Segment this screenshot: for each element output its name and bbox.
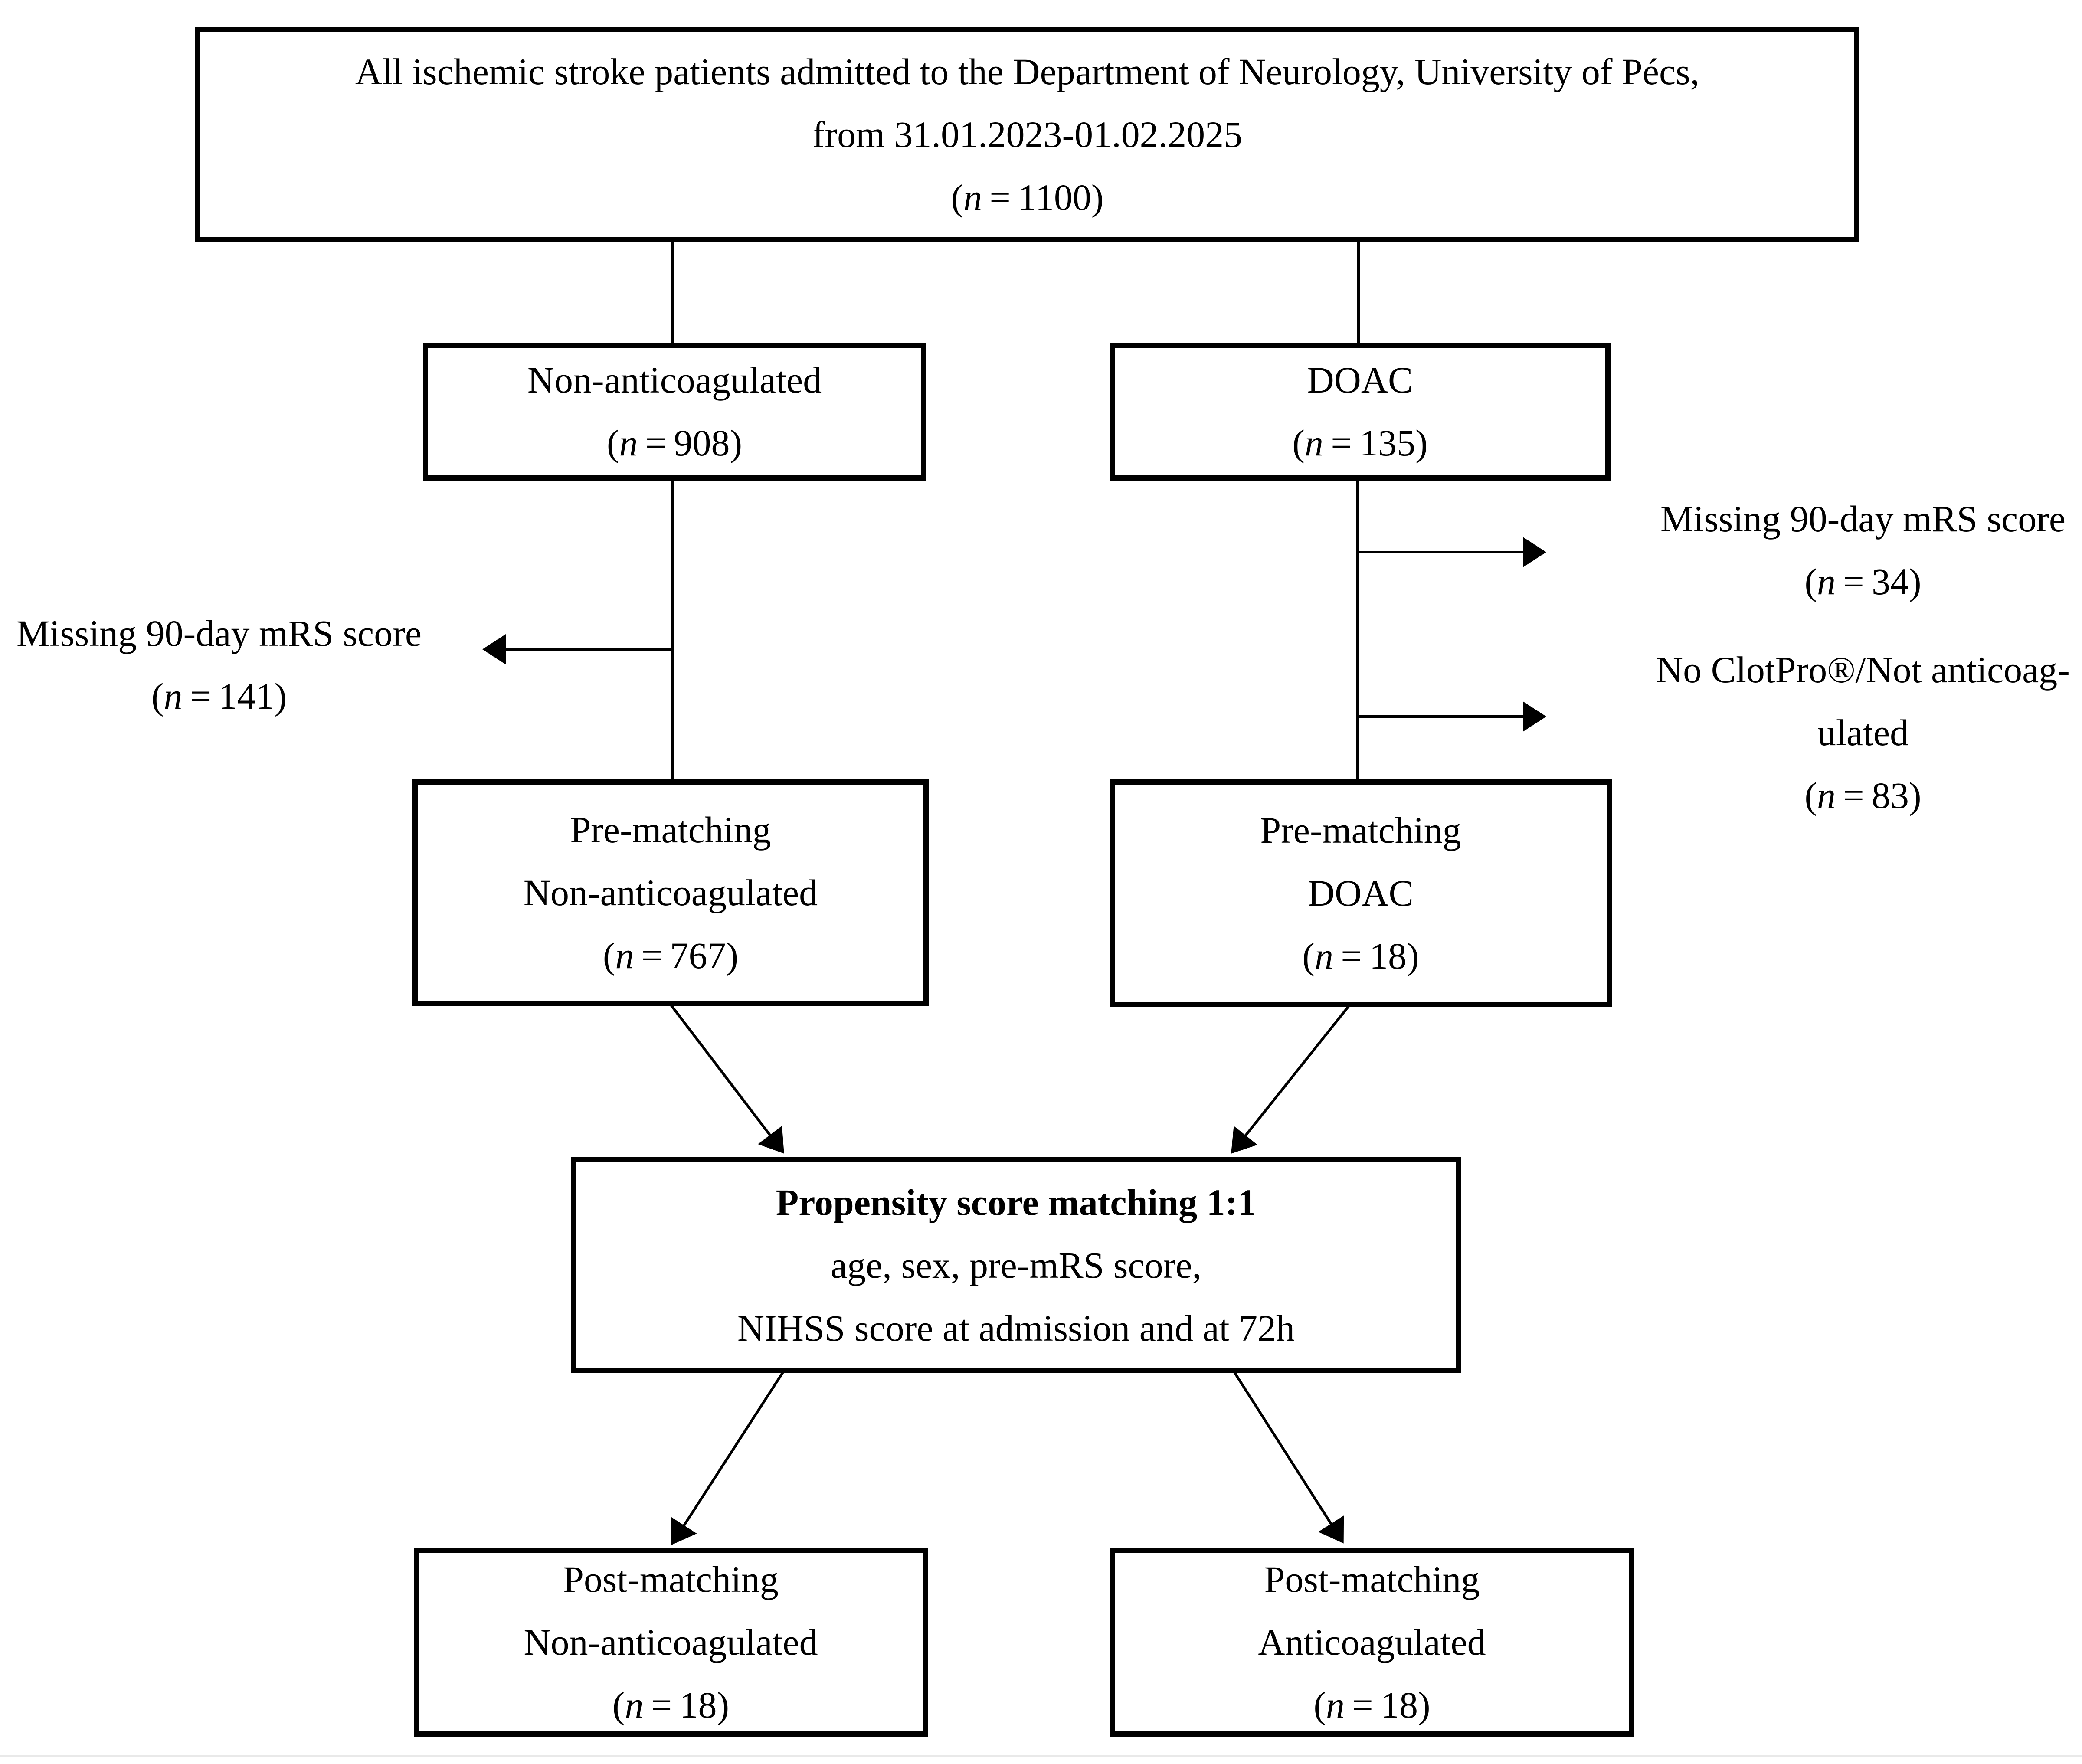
arrowhead-right-bottom-icon [1523, 701, 1546, 732]
exclusion-missing-mrs-right: Missing 90-day mRS score (n = 34) [1644, 488, 2082, 613]
box-propensity-line1: Propensity score matching 1:1 [776, 1181, 1257, 1223]
box-post-ac-line2: Anticoagulated [1258, 1621, 1486, 1663]
box-all-patients-count: (n = 1100) [951, 177, 1104, 218]
connector-doac-to-pre [1356, 481, 1359, 779]
box-all-patients-line2: from 31.01.2023-01.02.2025 [812, 114, 1243, 155]
arrow-pre-doac-to-propensity [1219, 1005, 1350, 1163]
box-doac-count: (n = 135) [1292, 422, 1428, 464]
box-post-matching-anticoagulated: Post-matching Anticoagulated (n = 18) [1110, 1548, 1634, 1737]
arrow-propensity-to-post-na [658, 1371, 784, 1554]
box-non-anticoagulated-title: Non-anticoagulated [527, 359, 822, 401]
box-doac: DOAC (n = 135) [1110, 343, 1611, 481]
box-propensity-line2: age, sex, pre-mRS score, [831, 1244, 1201, 1286]
box-propensity-matching: Propensity score matching 1:1 age, sex, … [571, 1157, 1461, 1373]
arrow-exclusion-right-top-shaft [1359, 551, 1523, 553]
box-propensity-line3: NIHSS score at admission and at 72h [737, 1307, 1295, 1349]
box-post-ac-line1: Post-matching [1264, 1558, 1480, 1600]
connector-top-to-doac [1357, 242, 1360, 343]
box-post-matching-non-anticoagulated: Post-matching Non-anticoagulated (n = 18… [414, 1548, 928, 1737]
box-post-ac-count: (n = 18) [1313, 1684, 1431, 1726]
arrow-pre-na-to-propensity [669, 1004, 796, 1163]
arrow-exclusion-left-shaft [505, 648, 672, 651]
box-post-na-count: (n = 18) [612, 1684, 730, 1726]
exclusion-missing-mrs-right-count: (n = 34) [1804, 561, 1922, 602]
box-all-patients: All ischemic stroke patients admitted to… [195, 27, 1859, 242]
box-pre-na-line2: Non-anticoagulated [523, 871, 818, 913]
box-pre-matching-doac: Pre-matching DOAC (n = 18) [1110, 779, 1612, 1007]
box-doac-title: DOAC [1307, 359, 1413, 401]
exclusion-no-clotpro-line1: No ClotPro®/Not anticoag- [1656, 649, 2070, 691]
arrowhead-left-icon [482, 634, 506, 664]
exclusion-missing-mrs-left-count: (n = 141) [151, 675, 287, 717]
box-pre-na-line1: Pre-matching [570, 808, 771, 851]
exclusion-no-clotpro: No ClotPro®/Not anticoag- ulated (n = 83… [1644, 638, 2082, 827]
connector-top-to-non-anticoagulated [671, 242, 674, 343]
arrow-propensity-to-post-ac [1233, 1371, 1357, 1552]
box-post-na-line2: Non-anticoagulated [524, 1621, 818, 1663]
exclusion-no-clotpro-count: (n = 83) [1804, 775, 1922, 816]
exclusion-missing-mrs-right-line1: Missing 90-day mRS score [1660, 498, 2066, 540]
box-non-anticoagulated-count: (n = 908) [606, 422, 743, 464]
arrowhead-right-top-icon [1523, 537, 1546, 567]
box-pre-na-count: (n = 767) [602, 934, 739, 976]
box-all-patients-line1: All ischemic stroke patients admitted to… [355, 51, 1700, 92]
connector-non-anticoagulated-to-pre [671, 481, 674, 779]
exclusion-missing-mrs-left: Missing 90-day mRS score (n = 141) [9, 602, 429, 728]
box-non-anticoagulated: Non-anticoagulated (n = 908) [423, 343, 926, 481]
box-post-na-line1: Post-matching [563, 1558, 779, 1600]
box-pre-doac-count: (n = 18) [1302, 935, 1419, 977]
box-pre-doac-line2: DOAC [1308, 872, 1414, 914]
box-pre-matching-non-anticoagulated: Pre-matching Non-anticoagulated (n = 767… [412, 779, 929, 1006]
arrowhead-post-ac-icon [1318, 1515, 1357, 1552]
exclusion-no-clotpro-line2: ulated [1817, 712, 1909, 753]
arrow-exclusion-right-bottom-shaft [1359, 715, 1523, 718]
box-pre-doac-line1: Pre-matching [1260, 809, 1461, 851]
page-edge-line [0, 1755, 2082, 1757]
exclusion-missing-mrs-left-line1: Missing 90-day mRS score [16, 612, 422, 654]
